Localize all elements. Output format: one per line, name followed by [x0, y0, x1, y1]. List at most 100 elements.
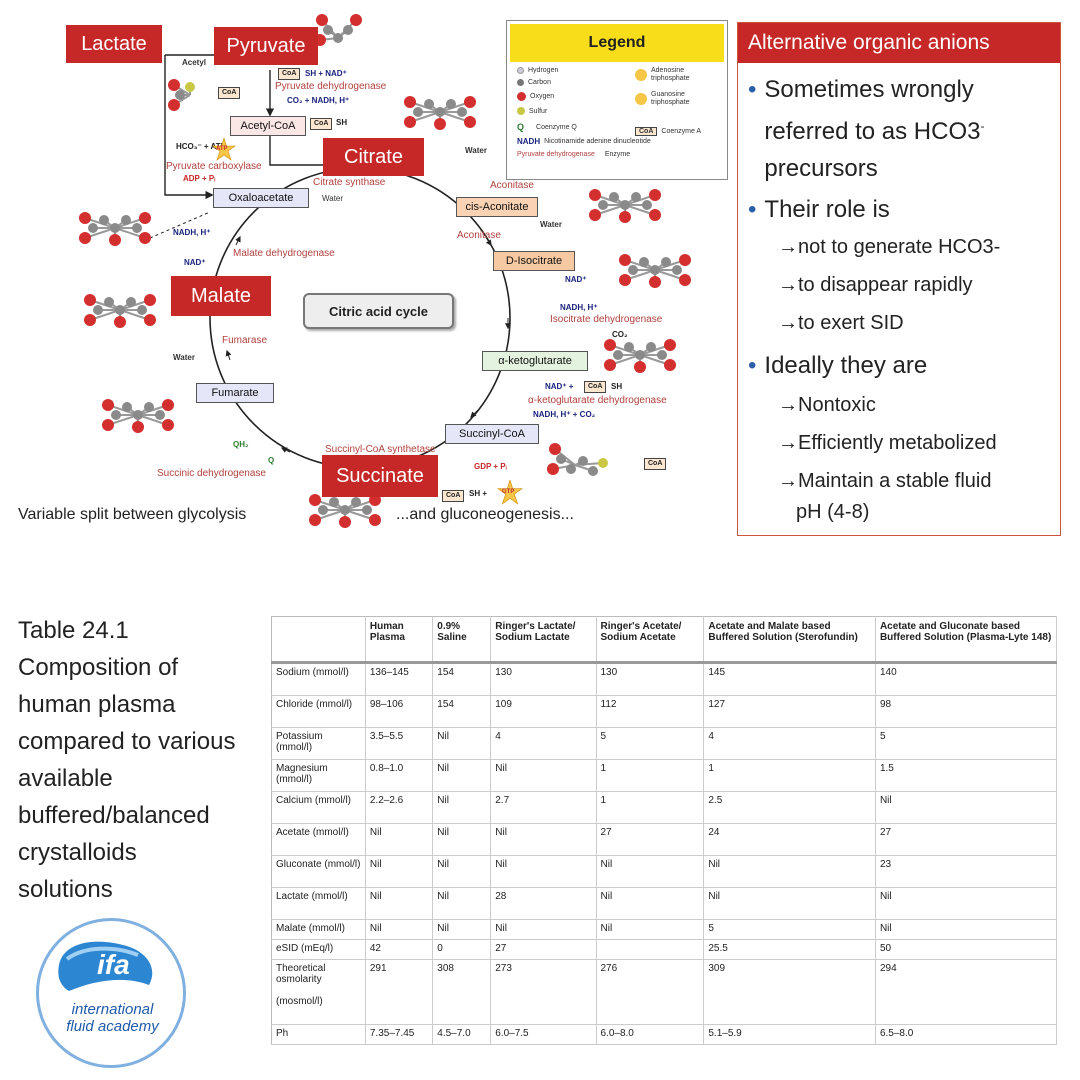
table-cell: 27 [596, 823, 705, 856]
alpha-ketoglutarate-box: α-ketoglutarate [482, 351, 588, 371]
table-header-cell: Acetate and Gluconate based Buffered Sol… [875, 616, 1058, 664]
sulfur-atom-icon [517, 107, 525, 115]
ideal-item: pH (4-8) [796, 501, 870, 523]
oxygen-atom-icon [679, 254, 691, 266]
carbon-atom-icon [99, 215, 109, 225]
oxygen-atom-icon [649, 189, 661, 201]
cycle-arrow [225, 349, 232, 361]
sh-plus-label: SH + [469, 489, 488, 498]
coa-tag: CoA [442, 490, 465, 502]
sh-label: SH [336, 118, 348, 127]
alternative-anions-panel: Alternative organic anions • Sometimes wr… [737, 22, 1061, 536]
water-label: Water [540, 220, 562, 229]
table-cell: Nil [490, 759, 597, 792]
bullet-dot-icon: • [748, 196, 757, 223]
role-item: →not to generate HCO3- [778, 236, 1001, 258]
carbon-atom-icon [133, 410, 143, 420]
carbon-atom-icon [333, 33, 343, 43]
table-cell: 24 [703, 823, 876, 856]
atp-icon [635, 69, 647, 81]
table-cell: 6.0–7.5 [490, 1024, 597, 1045]
table-cell: 5.1–5.9 [703, 1024, 876, 1045]
table-cell: 23 [875, 855, 1058, 888]
bullet-text: Their role is [764, 196, 890, 223]
table-cell: Lactate (mmol/l) [271, 887, 366, 920]
table-cell: Nil [596, 919, 705, 940]
table-cell: 130 [490, 662, 597, 696]
table-header-cell: Ringer's Acetate/ Sodium Acetate [596, 616, 705, 664]
carbon-atom-icon [413, 107, 423, 117]
carbon-atom-icon [155, 410, 165, 420]
bullet-text: Sometimes wrongly referred to as HCO3 [764, 76, 981, 145]
oxygen-atom-icon [139, 212, 151, 224]
gdp-pi-label: GDP + Pᵢ [474, 462, 507, 471]
carbon-atom-icon [635, 350, 645, 360]
carbon-atom-icon [609, 192, 619, 202]
table-header-cell: Ringer's Lactate/ Sodium Lactate [490, 616, 597, 664]
table-cell: 3.5–5.5 [365, 727, 434, 760]
carbon-atom-icon [122, 402, 132, 412]
table-cell: 0.8–1.0 [365, 759, 434, 792]
alternative-anions-title: Alternative organic anions [738, 23, 1060, 63]
table-cell [596, 939, 705, 960]
oxygen-atom-icon [79, 212, 91, 224]
water-label: Water [173, 353, 195, 362]
water-drop-icon [58, 941, 153, 991]
oxygen-atom-icon [589, 189, 601, 201]
table-cell: Nil [432, 887, 492, 920]
coa-tag: CoA [278, 68, 301, 80]
legend-label: Guanosine triphosphate [651, 91, 690, 106]
legend-title: Legend [510, 24, 724, 62]
table-cell: 130 [596, 662, 705, 696]
sh-nad-label: SH + NAD⁺ [305, 69, 347, 78]
carbon-atom-icon [642, 200, 652, 210]
acetyl-link [269, 135, 325, 166]
succinyl-coa-box: Succinyl-CoA [445, 424, 539, 444]
oxygen-atom-icon [102, 399, 114, 411]
cis-aconitate-box: cis-Aconitate [456, 197, 538, 217]
coa-tag: CoA [644, 458, 667, 470]
bullet-their-role: • Their role is [748, 191, 890, 228]
table-cell: 98 [875, 695, 1058, 728]
oxygen-atom-icon [434, 118, 446, 130]
oxygen-atom-icon [309, 494, 321, 506]
oxygen-atom-icon [139, 232, 151, 244]
oxygen-atom-icon [144, 294, 156, 306]
table-cell: 4 [490, 727, 597, 760]
aconitase-label-1: Aconitase [490, 180, 534, 191]
succinic-dehydrogenase-label: Succinic dehydrogenase [157, 468, 266, 479]
logo-mark: ifa [97, 949, 130, 980]
table-cell: 1 [596, 791, 705, 824]
oxygen-atom-icon [464, 116, 476, 128]
akg-dehydrogenase-label: α-ketoglutarate dehydrogenase [528, 395, 667, 406]
oxygen-atom-icon [369, 514, 381, 526]
nad-label: NAD⁺ [565, 275, 587, 284]
sulfur-atom-icon [598, 458, 608, 468]
table-cell: Nil [432, 759, 492, 792]
carbon-atom-icon [613, 350, 623, 360]
oxygen-atom-icon [350, 14, 362, 26]
table-cell: 276 [596, 959, 705, 1025]
legend-symbol: Q [517, 122, 525, 132]
legend-item: Guanosine triphosphate [635, 91, 711, 107]
oxygen-atom-icon [619, 254, 631, 266]
carbon-atom-icon [121, 215, 131, 225]
table-header-cell: 0.9% Saline [432, 616, 492, 664]
atp-text: ATP [216, 146, 228, 152]
logo-text: international fluid academy [55, 1001, 170, 1035]
acetyl-coa-box: Acetyl-CoA [230, 116, 306, 136]
table-cell: 27 [875, 823, 1058, 856]
carbon-atom-icon [132, 223, 142, 233]
table-cell: 42 [365, 939, 434, 960]
carbon-atom-icon [556, 454, 566, 464]
table-cell: Nil [365, 855, 434, 888]
coa-tag: CoA [584, 381, 607, 393]
table-cell: 27 [490, 939, 597, 960]
legend-label: Hydrogen [528, 67, 559, 74]
table-caption: Table 24.1 Composition of human plasma c… [18, 617, 236, 903]
table-cell: Nil [596, 855, 705, 888]
bullet-ideally: •Ideally they are [748, 347, 927, 384]
